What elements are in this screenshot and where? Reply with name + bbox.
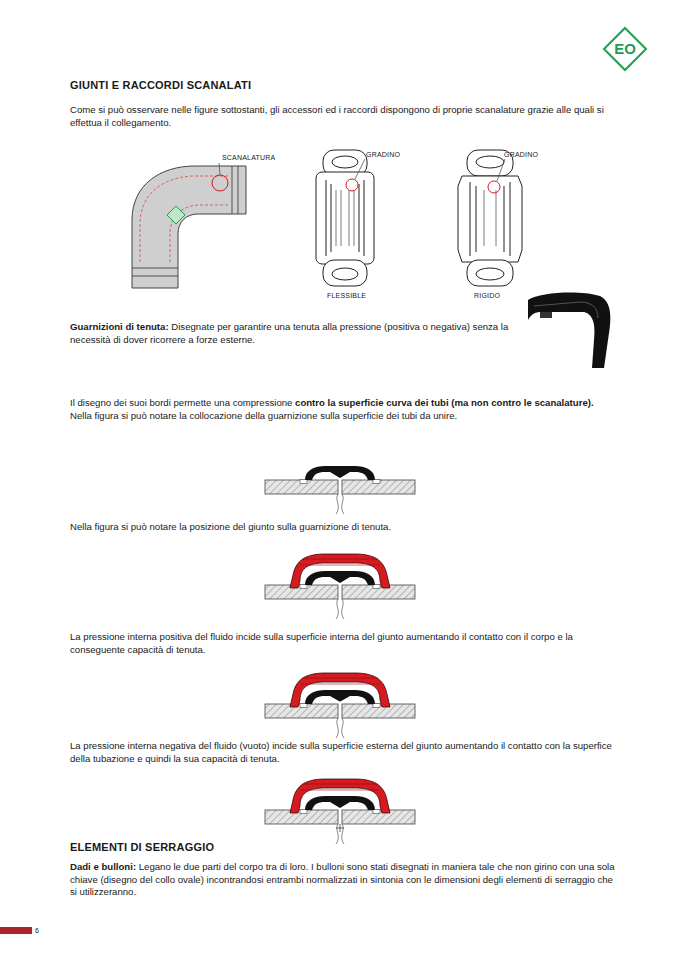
figure-note: La pressione interna positiva del fluido…: [70, 631, 615, 656]
logo-text-text: EO: [614, 40, 636, 57]
page-heading: GIUNTI E RACCORDI SCANALATI: [70, 79, 610, 92]
section-heading-text: ELEMENTI DI SERRAGGIO: [70, 841, 214, 853]
figure-caption-text: RIGIDO: [474, 292, 500, 299]
part-label: GRADINO: [366, 150, 400, 159]
figure-note: Nella figura si può notare la posizione …: [70, 521, 615, 534]
figure-note-text: La pressione interna positiva del fluido…: [70, 631, 573, 655]
part-label: GRADINO: [504, 150, 538, 159]
gasket-paragraph-text: Nella figura si può notare la collocazio…: [70, 410, 457, 421]
figure-caption: FLESSIBLE: [327, 291, 366, 300]
section-heading: ELEMENTI DI SERRAGGIO: [70, 841, 610, 854]
part-label-text: GRADINO: [366, 151, 400, 158]
gasket-paragraph-text: Il disegno dei suoi bordi permette una c…: [70, 397, 292, 408]
page-number-text: 6: [35, 927, 39, 934]
gasket-paragraph-text: contro la superficie curva dei tubi (ma …: [295, 397, 594, 408]
page-heading-text: GIUNTI E RACCORDI SCANALATI: [70, 79, 251, 91]
figure-note-text: Nella figura si può notare la posizione …: [70, 521, 391, 532]
figure-note: La pressione interna negativa del fluido…: [70, 740, 615, 765]
gasket-paragraph-text: Guarnizioni di tenuta:: [70, 321, 169, 332]
part-label-text: GRADINO: [504, 151, 538, 158]
bolts-paragraph: Dadi e bulloni: Legano le due parti del …: [70, 861, 615, 899]
figure-note-text: La pressione interna negativa del fluido…: [70, 740, 612, 764]
logo-text: EO: [609, 41, 641, 57]
bolts-paragraph-text: Legano le due parti del corpo tra di lor…: [70, 861, 615, 897]
intro-paragraph-text: Come si può osservare nelle figure sotto…: [70, 104, 604, 128]
gasket-paragraph: Il disegno dei suoi bordi permette una c…: [70, 397, 615, 422]
gasket-paragraph: Guarnizioni di tenuta: Disegnate per gar…: [70, 321, 520, 346]
part-label: SCANALATURA: [222, 153, 275, 162]
bolts-paragraph-text: Dadi e bulloni:: [70, 861, 136, 872]
part-label-text: SCANALATURA: [222, 154, 275, 161]
intro-paragraph: Come si può osservare nelle figure sotto…: [70, 104, 615, 129]
page-number: 6: [35, 927, 39, 935]
figure-caption: RIGIDO: [474, 291, 500, 300]
figure-caption-text: FLESSIBLE: [327, 292, 366, 299]
